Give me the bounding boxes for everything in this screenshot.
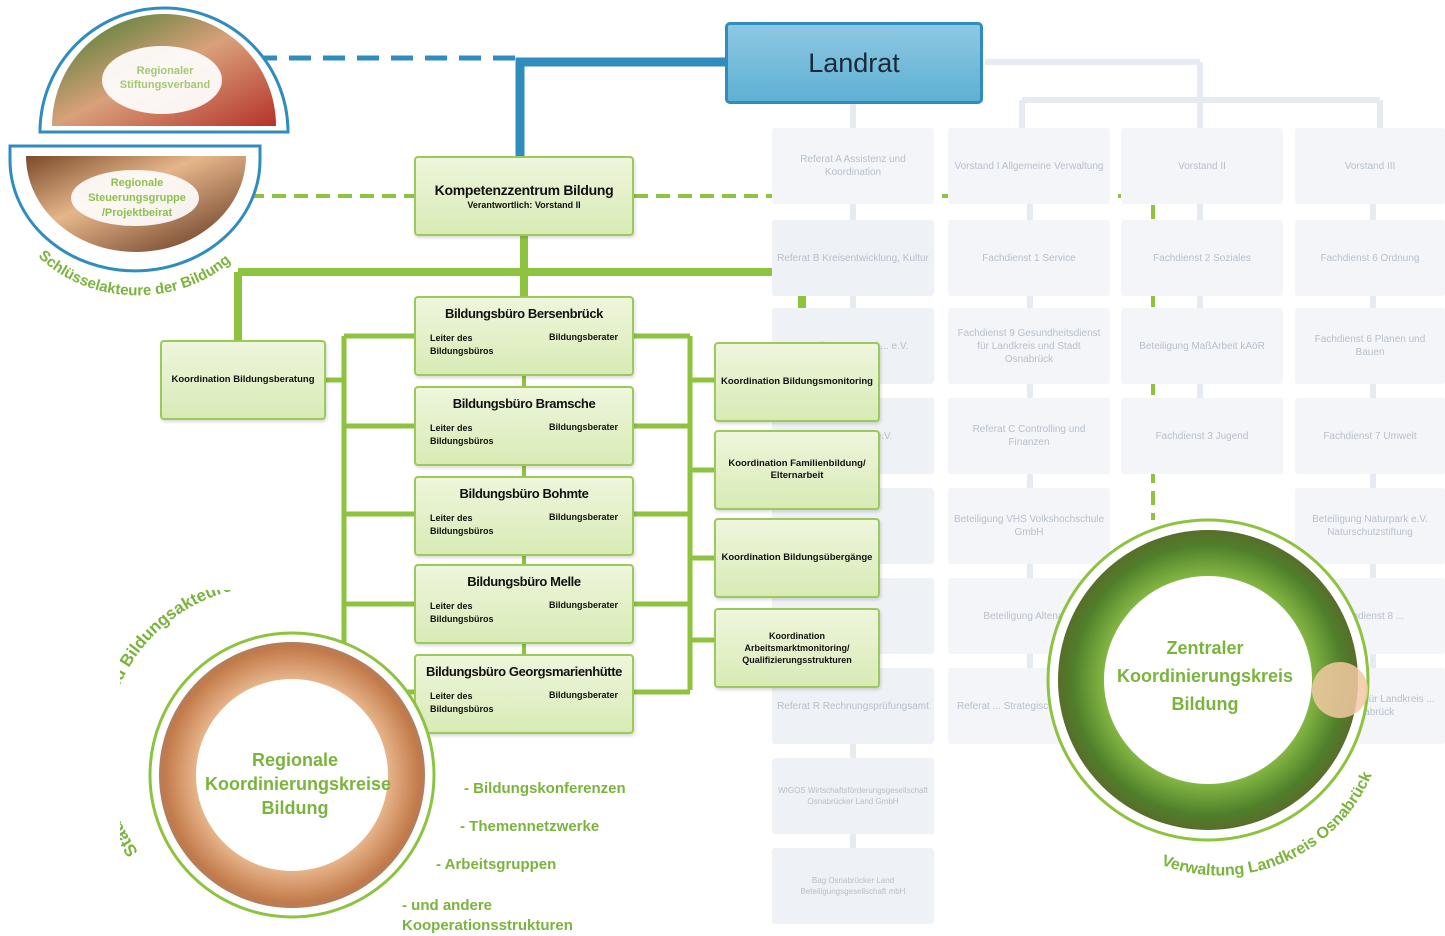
kompetenzzentrum-box: Kompetenzzentrum Bildung Verantwortlich:…: [414, 156, 634, 236]
bg-box: Fachdienst 6 Planen und Bauen: [1295, 308, 1445, 384]
schluesselakteure-graphic: Schlüsselakteure der Bildung: [8, 6, 290, 299]
bg-box: Referat B Kreisentwicklung, Kultur: [772, 220, 934, 296]
bildungsbuero-berater: Bildungsberater: [548, 332, 618, 342]
bg-box: Fachdienst 1 Service: [948, 220, 1110, 296]
bildungsbuero-title: Bildungsbüro Bramsche: [452, 396, 596, 411]
bildungsbuero-berater: Bildungsberater: [548, 422, 618, 432]
regional-circle-graphic: Städte, Gemeinden und Bildungsakteure: [120, 590, 436, 919]
koordination-bildungsberatung: Koordination Bildungsberatung: [160, 340, 326, 420]
koordination-box: Koordination Familienbildung/ Elternarbe…: [714, 430, 880, 510]
bg-box: Beteiligung MaßArbeit kAöR: [1121, 308, 1283, 384]
bildungsbuero-box: Bildungsbüro Bersenbrück Leiter des Bild…: [414, 296, 634, 376]
stiftungsverband-label: Regionaler Stiftungsverband: [119, 65, 211, 91]
regional-list-item: - Bildungskonferenzen: [464, 780, 626, 797]
bildungsbuero-berater: Bildungsberater: [548, 600, 618, 610]
bildungsbuero-leiter: Leiter des Bildungsbüros: [430, 333, 494, 356]
bildungsbuero-title: Bildungsbüro Georgsmarienhütte: [425, 664, 622, 679]
bg-box-bag: Bag Osnabrücker Land Beteiligungsgesells…: [772, 848, 934, 924]
bg-box: Fachdienst 2 Soziales: [1121, 220, 1283, 296]
bg-header-vorstand-1: Vorstand I Allgemeine Verwaltung: [948, 128, 1110, 204]
bildungsbuero-box: Bildungsbüro Bohmte Leiter des Bildungsb…: [414, 476, 634, 556]
bg-box: Fachdienst 9 Gesundheitsdienst für Landk…: [948, 308, 1110, 384]
bg-box-wigos: WIGOS Wirtschaftsförderungsgesellschaft …: [772, 758, 934, 834]
regional-circle-title: Regionale Koordinierungskreise Bildung: [205, 750, 392, 818]
bg-header-vorstand-2: Vorstand II: [1121, 128, 1283, 204]
central-circle-title: Zentraler Koordinierungskreis Bildung: [1116, 638, 1294, 714]
bildungsbuero-title: Bildungsbüro Bohmte: [459, 486, 589, 501]
central-circle-graphic: Verwaltung Landkreis Osnabrück: [1046, 518, 1376, 880]
bildungsbuero-box: Bildungsbüro Bramsche Leiter des Bildung…: [414, 386, 634, 466]
bg-box: Fachdienst 7 Umwelt: [1295, 398, 1445, 474]
bildungsbuero-leiter: Leiter des Bildungsbüros: [430, 513, 494, 536]
bg-box: Beteiligung VHS Volkshochschule GmbH: [948, 488, 1110, 564]
bildungsbuero-berater: Bildungsberater: [548, 690, 618, 700]
kompetenzzentrum-title: Kompetenzzentrum Bildung: [434, 182, 614, 198]
bildungsbuero-leiter: Leiter des Bildungsbüros: [430, 691, 494, 714]
bildungsbuero-box: Bildungsbüro Melle Leiter des Bildungsbü…: [414, 564, 634, 644]
bg-box: Referat C Controlling und Finanzen: [948, 398, 1110, 474]
landrat-box: Landrat: [725, 22, 983, 104]
regional-list-item: - und andere Kooperationsstrukturen: [402, 897, 573, 934]
koordination-box: Koordination Arbeitsmarktmonitoring/ Qua…: [714, 608, 880, 688]
bildungsbuero-leiter: Leiter des Bildungsbüros: [430, 423, 494, 446]
koordination-box: Koordination Bildungsmonitoring: [714, 342, 880, 422]
bg-box: Beteiligung Naturpark e.V. Naturschutzst…: [1295, 488, 1445, 564]
steuerungsgruppe-label: Regionale Steuerungsgruppe /Projektbeira…: [88, 177, 186, 219]
regional-list-item: - Themennetzwerke: [460, 818, 600, 835]
bildungsbuero-leiter: Leiter des Bildungsbüros: [430, 601, 494, 624]
bildungsbuero-title: Bildungsbüro Melle: [467, 574, 581, 589]
bildungsbuero-title: Bildungsbüro Bersenbrück: [445, 306, 603, 321]
kompetenzzentrum-subtitle: Verantwortlich: Vorstand II: [467, 200, 581, 210]
regional-list-item: - Arbeitsgruppen: [436, 856, 557, 873]
bg-header-referat-a: Referat A Assistenz und Koordination: [772, 128, 934, 204]
bildungsbuero-berater: Bildungsberater: [548, 512, 618, 522]
koordination-box: Koordination Bildungsübergänge: [714, 518, 880, 598]
bg-box: Fachdienst 3 Jugend: [1121, 398, 1283, 474]
bg-header-vorstand-3: Vorstand III: [1295, 128, 1445, 204]
bg-box: Fachdienst 6 Ordnung: [1295, 220, 1445, 296]
bildungsbuero-box: Bildungsbüro Georgsmarienhütte Leiter de…: [414, 654, 634, 734]
